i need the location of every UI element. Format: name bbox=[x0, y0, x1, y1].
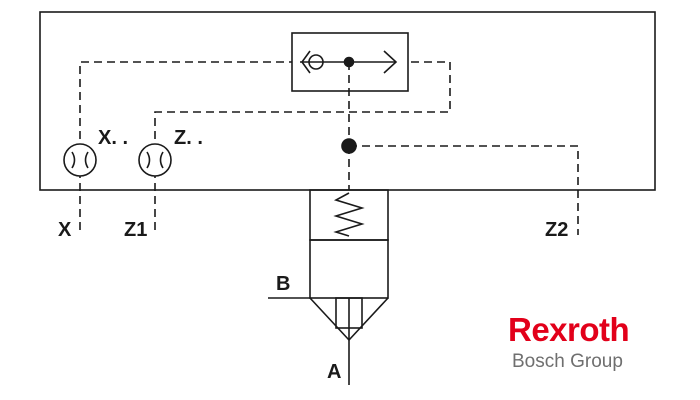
port-a-label: A bbox=[327, 361, 341, 383]
valve-body-upper bbox=[309, 189, 389, 241]
orifice-z-symbol bbox=[138, 143, 172, 177]
shuttle-valve-symbol bbox=[300, 50, 398, 74]
orifice-x-label: X. . bbox=[98, 127, 128, 149]
valve-body-lower bbox=[309, 239, 389, 299]
spring-symbol bbox=[333, 192, 365, 237]
bosch-group-tagline: Bosch Group bbox=[512, 351, 623, 372]
rexroth-logo: Rexroth bbox=[508, 311, 630, 348]
orifice-x-symbol bbox=[63, 143, 97, 177]
port-z1-label: Z1 bbox=[124, 219, 147, 241]
port-x-label: X bbox=[58, 219, 72, 241]
port-z2-label: Z2 bbox=[545, 219, 568, 241]
junction-dot bbox=[341, 138, 357, 154]
orifice-z-label: Z. . bbox=[174, 127, 203, 149]
port-b-label: B bbox=[276, 273, 290, 295]
valve-housing bbox=[39, 11, 656, 191]
